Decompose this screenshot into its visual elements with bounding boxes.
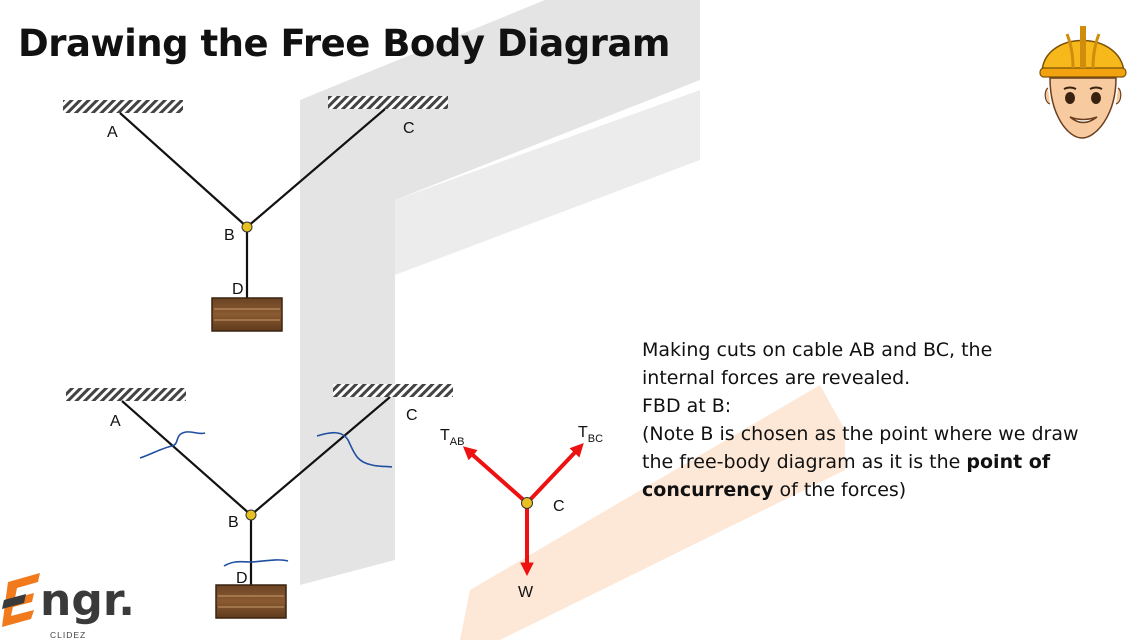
label-c-fbd: C	[553, 498, 565, 515]
engineer-hardhat-icon	[1039, 26, 1127, 139]
cable-bc-top	[246, 108, 386, 228]
cable-ab-top	[119, 112, 248, 228]
cut-mark-bc	[316, 431, 393, 468]
support-a-bottom	[66, 388, 186, 401]
cable-ab-bottom	[121, 400, 252, 516]
label-a-bottom: A	[110, 413, 121, 430]
cable-bc-bottom	[250, 396, 391, 516]
weight-block-bottom	[215, 584, 287, 619]
logo-word: ngr.	[40, 575, 135, 626]
label-tab: TAB	[440, 427, 464, 448]
label-b-bottom: B	[228, 514, 239, 531]
label-d-bottom: D	[236, 570, 248, 587]
logo-subtitle: CLIDEZ	[50, 630, 86, 640]
background-watermark	[300, 0, 845, 640]
label-c-top: C	[403, 120, 415, 137]
label-w: W	[518, 584, 534, 601]
pin-b-top	[241, 221, 253, 233]
pin-b-bottom	[245, 509, 257, 521]
point-of-concurrency: point of concurrency	[642, 451, 1051, 501]
force-arrow-tab	[462, 446, 529, 505]
explanation-note: (Note B is chosen as the point where we …	[642, 423, 1079, 501]
free-body-diagram: TAB TBC C W	[440, 424, 603, 601]
support-c-bottom	[333, 384, 453, 397]
explanation-line-2: internal forces are revealed.	[642, 367, 911, 389]
label-c-bottom: C	[406, 407, 418, 424]
label-tbc: TBC	[578, 424, 603, 445]
explanation-line-1: Making cuts on cable AB and BC, the	[642, 339, 993, 361]
bottom-cable-diagram: A C B D	[66, 384, 453, 619]
top-cable-diagram: A C B D	[63, 96, 448, 332]
label-b-top: B	[224, 227, 235, 244]
page-title: Drawing the Free Body Diagram	[18, 22, 670, 65]
label-d-top: D	[232, 281, 244, 298]
explanation-text: Making cuts on cable AB and BC, the inte…	[642, 336, 1112, 504]
engr-logo: ngr. CLIDEZ	[2, 573, 135, 640]
support-a-top	[63, 100, 183, 113]
cut-mark-ab	[139, 431, 206, 459]
force-arrow-tbc	[525, 443, 584, 505]
pin-b-fbd	[521, 497, 533, 509]
support-c-top	[328, 96, 448, 109]
label-a-top: A	[107, 124, 118, 141]
explanation-line-3: FBD at B:	[642, 395, 732, 417]
weight-block-top	[211, 297, 283, 332]
cut-mark-bd	[223, 559, 289, 567]
